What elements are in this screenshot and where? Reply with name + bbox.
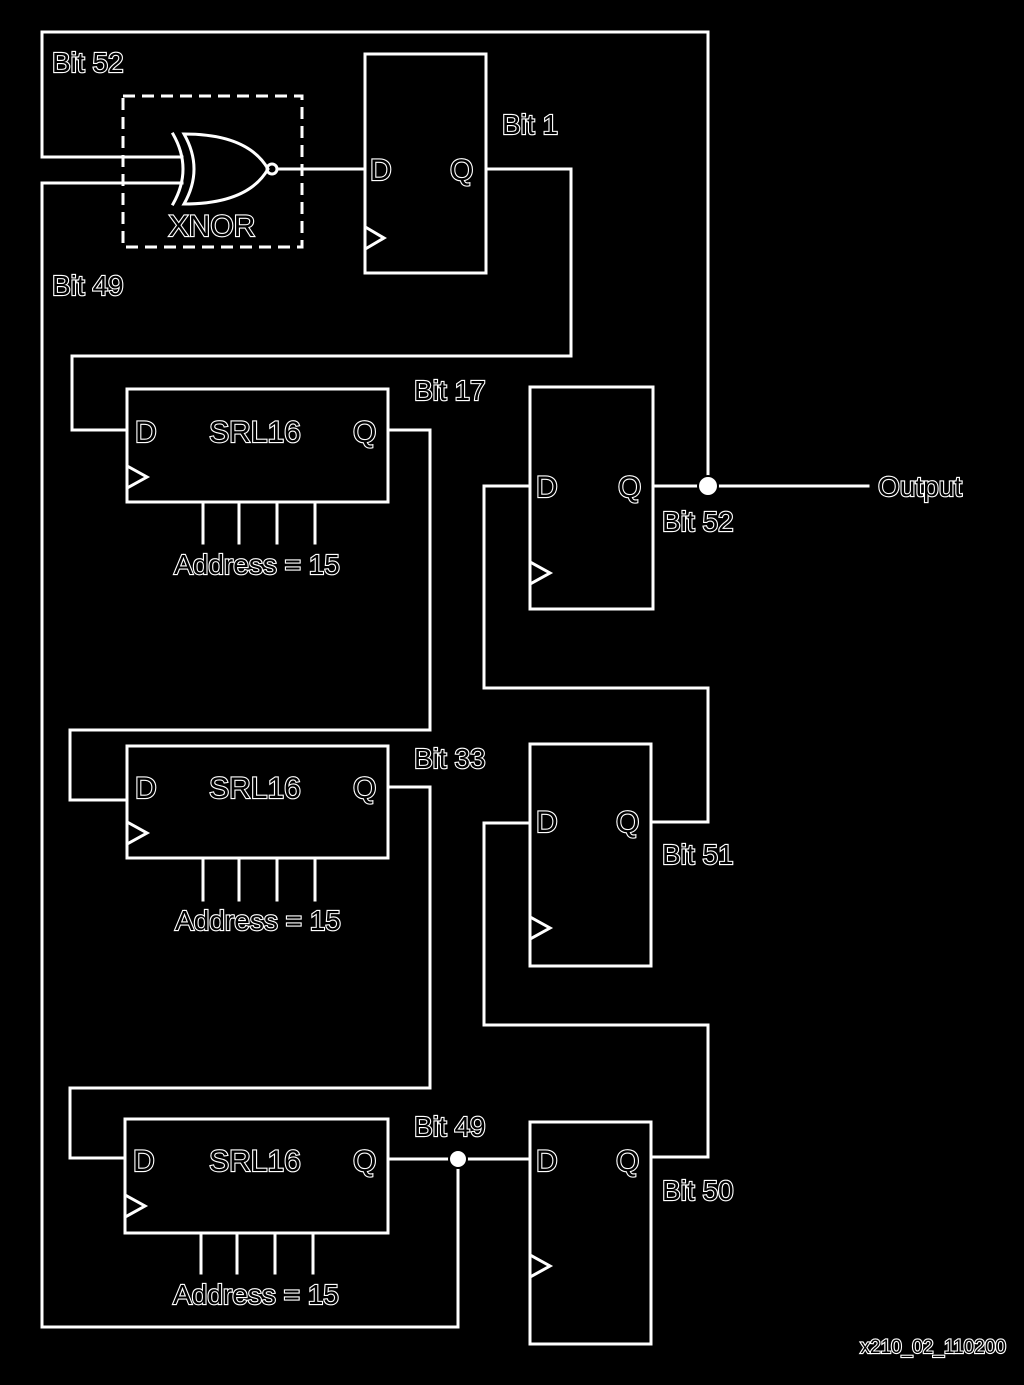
xnor-gate-input-arc bbox=[170, 131, 185, 207]
ff50-d-pin: D bbox=[536, 1145, 558, 1178]
wires bbox=[40, 30, 870, 1329]
label-bit51: Bit 51 bbox=[662, 839, 734, 870]
srl1-name: SRL16 bbox=[209, 416, 301, 449]
label-bit49-srl3: Bit 49 bbox=[414, 1111, 486, 1142]
srl16-3: D SRL16 Q Address = 15 bbox=[123, 1117, 390, 1311]
flipflop-bit51: D Q bbox=[528, 742, 653, 968]
ff1-d-pin: D bbox=[370, 154, 392, 187]
srl1-address-label: Address = 15 bbox=[174, 549, 340, 580]
ff52-q-pin: Q bbox=[618, 471, 641, 504]
wire-ff1-to-srl1 bbox=[70, 167, 573, 432]
xnor-inversion-bubble bbox=[265, 162, 279, 176]
signal-labels: Bit 52 Bit 49 Bit 1 Bit 17 Bit 33 Bit 49… bbox=[51, 46, 1007, 1359]
xnor-gate-body bbox=[181, 132, 270, 206]
flipflop-bit1: D Q bbox=[363, 52, 488, 275]
srl16-2: D SRL16 Q Address = 15 bbox=[125, 744, 390, 937]
srl16-1: D SRL16 Q Address = 15 bbox=[125, 387, 390, 581]
srl2-d-pin: D bbox=[135, 772, 157, 805]
ff50-clock-marker bbox=[529, 1253, 554, 1279]
srl2-name: SRL16 bbox=[209, 772, 301, 805]
ff50-q-pin: Q bbox=[616, 1145, 639, 1178]
label-bit52-ff: Bit 52 bbox=[662, 506, 734, 537]
srl2-clock-marker bbox=[126, 820, 151, 846]
wire-srl2-to-srl3 bbox=[68, 785, 432, 1160]
srl1-clock-marker bbox=[126, 464, 151, 490]
ff52-clock-marker bbox=[529, 560, 554, 586]
wire-srl1-to-srl2 bbox=[68, 428, 432, 802]
address-pins-srl1 bbox=[201, 500, 317, 545]
ff51-d-pin: D bbox=[536, 806, 558, 839]
srl3-name: SRL16 bbox=[209, 1145, 301, 1178]
srl3-clock-marker bbox=[124, 1193, 149, 1219]
label-bit1: Bit 1 bbox=[502, 109, 558, 140]
ff1-clock-marker bbox=[364, 225, 387, 251]
wire-bit49-feedback bbox=[40, 181, 460, 1329]
label-bit17: Bit 17 bbox=[414, 375, 486, 406]
srl1-d-pin: D bbox=[135, 416, 157, 449]
ff52-d-pin: D bbox=[536, 471, 558, 504]
label-bit52-feedback: Bit 52 bbox=[52, 47, 124, 78]
wire-ff51-to-ff52 bbox=[482, 484, 710, 824]
label-output: Output bbox=[878, 471, 962, 502]
label-bit50: Bit 50 bbox=[662, 1175, 734, 1206]
srl3-address-label: Address = 15 bbox=[173, 1279, 339, 1310]
xnor-label: XNOR bbox=[169, 210, 256, 243]
bit49-junction-dot bbox=[448, 1149, 468, 1169]
xnor-gate: XNOR bbox=[121, 94, 304, 249]
srl3-d-pin: D bbox=[133, 1145, 155, 1178]
ff51-clock-marker bbox=[529, 915, 554, 941]
label-bit49-feedback: Bit 49 bbox=[52, 270, 124, 301]
wire-ff50-to-ff51 bbox=[482, 821, 710, 1159]
srl2-address-label: Address = 15 bbox=[175, 905, 341, 936]
figure-id: x210_02_110200 bbox=[861, 1337, 1006, 1358]
xnor-dashed-outline bbox=[121, 94, 304, 249]
address-pins-srl3 bbox=[199, 1231, 315, 1275]
ff51-q-pin: Q bbox=[616, 806, 639, 839]
output-junction-dot bbox=[697, 475, 719, 497]
flipflop-bit52: D Q bbox=[528, 385, 655, 611]
srl1-q-pin: Q bbox=[353, 416, 376, 449]
wire-bit52-feedback bbox=[40, 30, 710, 488]
ff1-q-pin: Q bbox=[450, 154, 473, 187]
flipflop-bit50: D Q bbox=[528, 1120, 653, 1346]
address-pins-srl2 bbox=[201, 856, 317, 902]
srl2-q-pin: Q bbox=[353, 772, 376, 805]
label-bit33: Bit 33 bbox=[414, 743, 486, 774]
srl3-q-pin: Q bbox=[353, 1145, 376, 1178]
